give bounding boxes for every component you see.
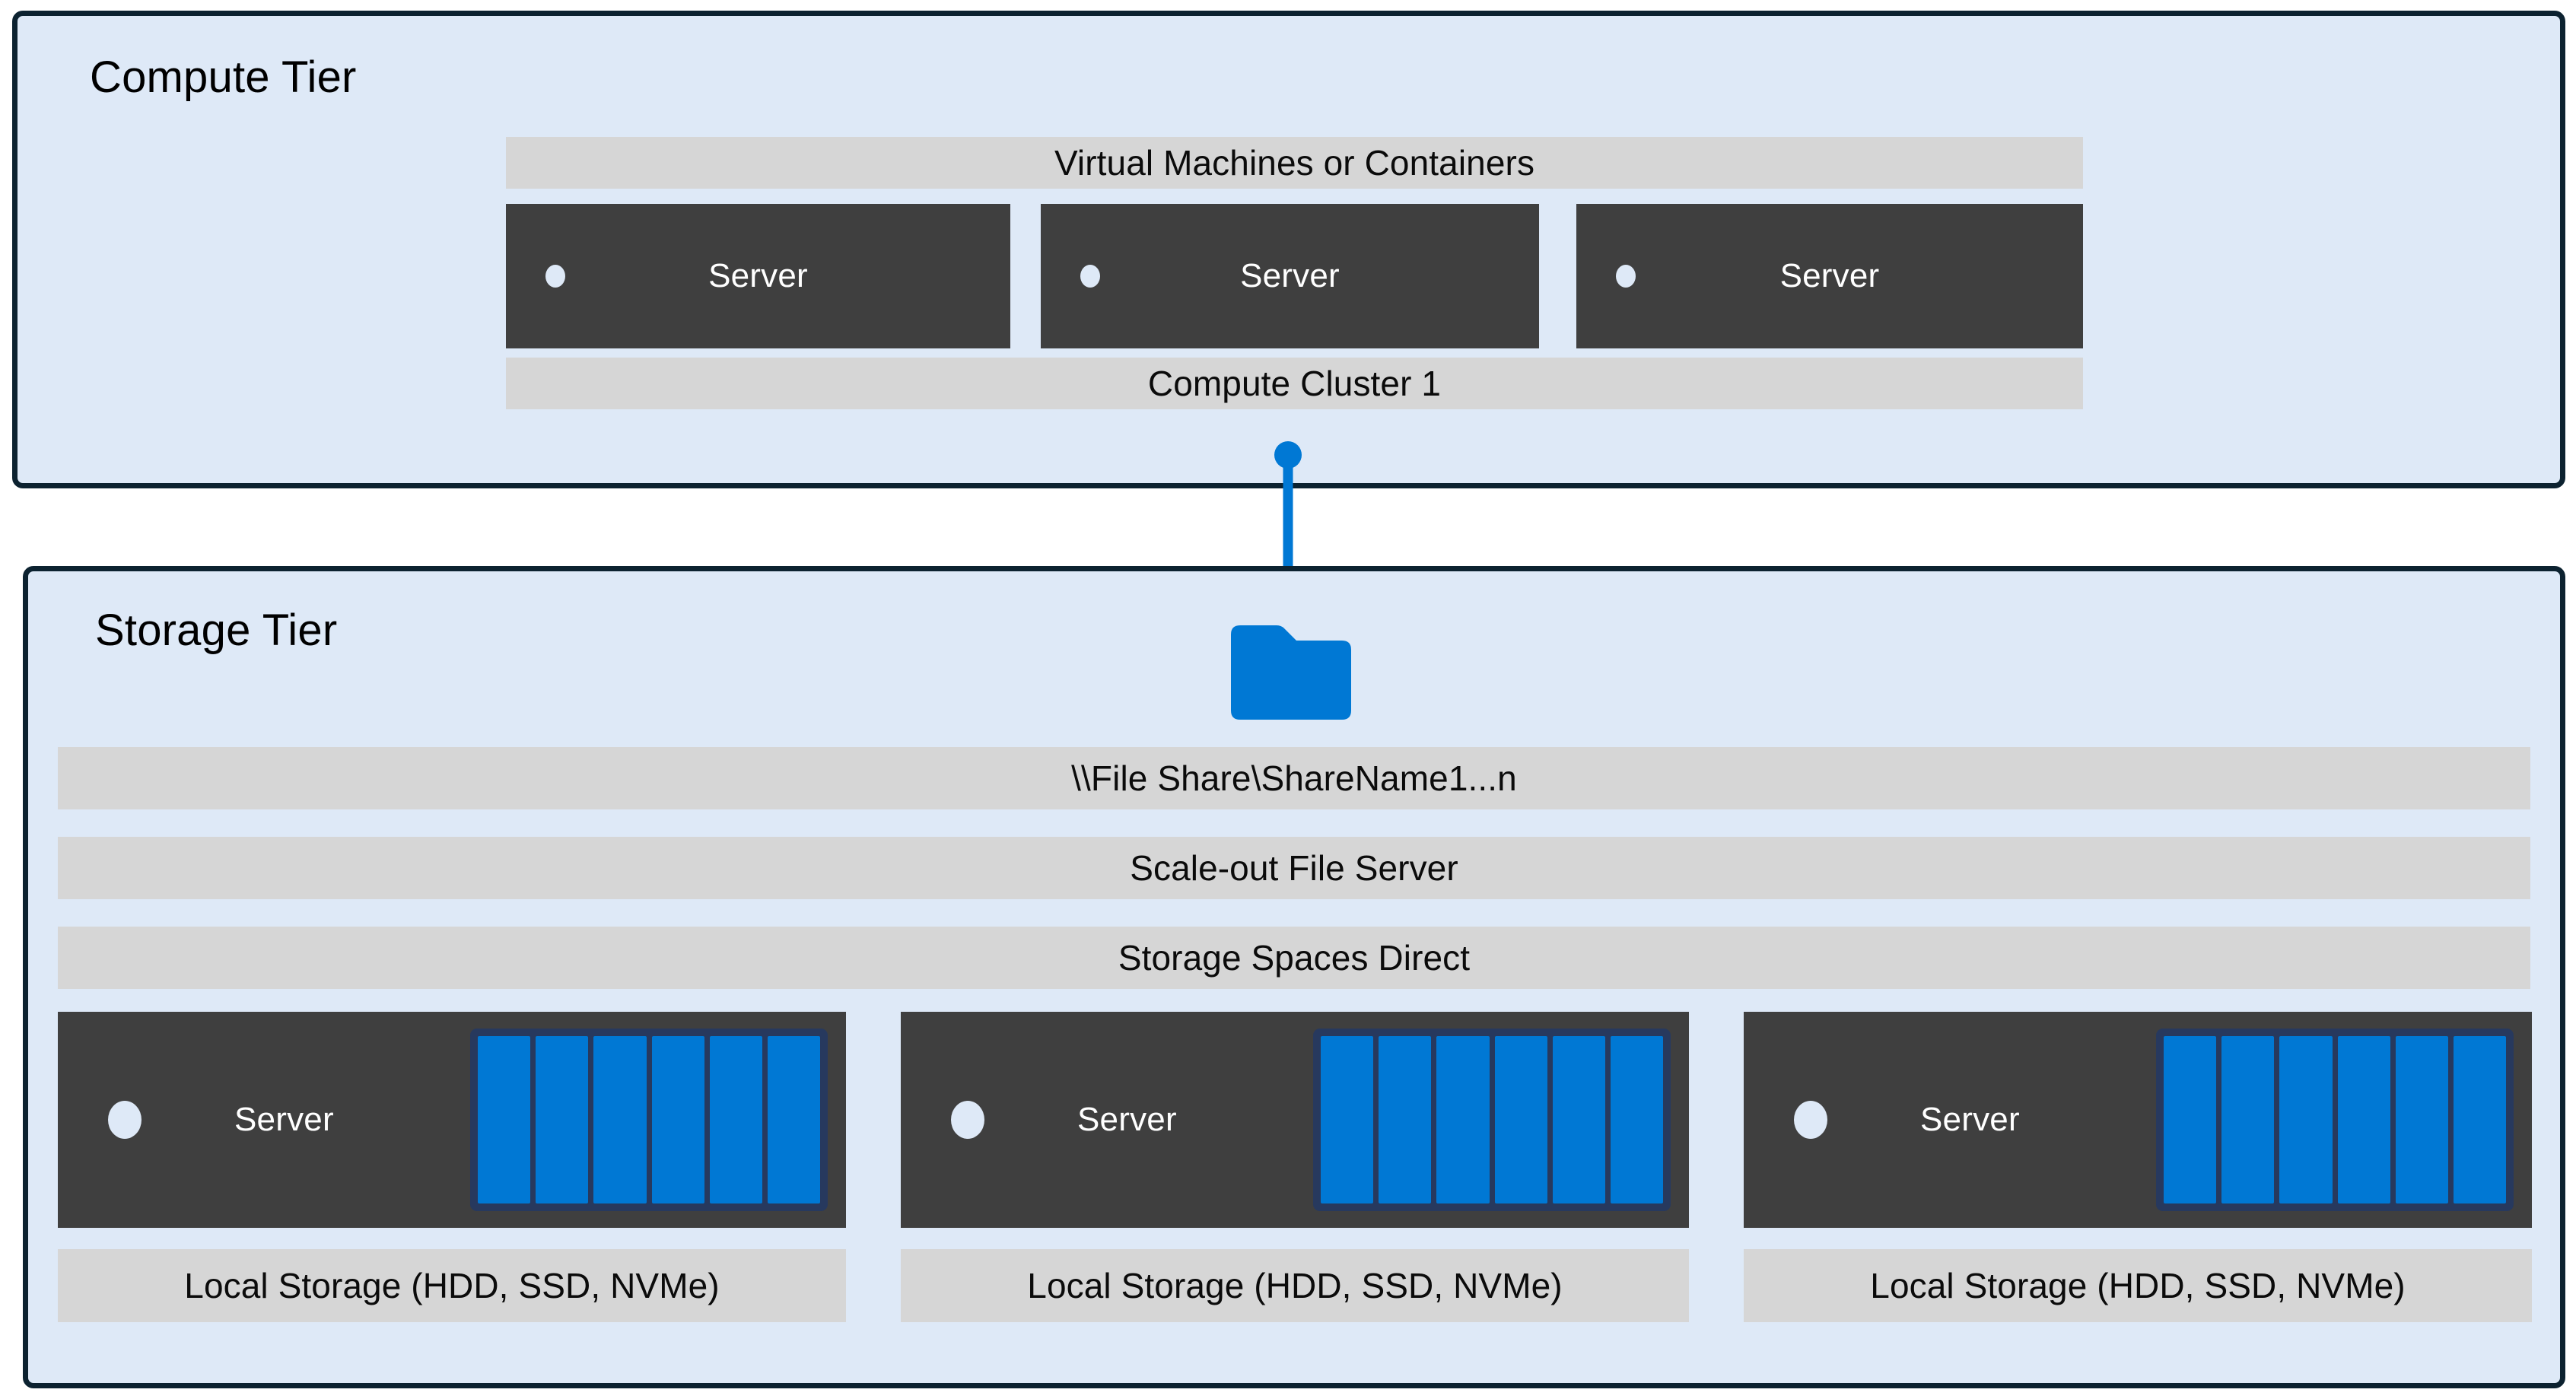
local-storage-band: Local Storage (HDD, SSD, NVMe) [1744,1249,2532,1322]
status-led-icon [108,1101,142,1139]
storage-server-label: Server [1077,1101,1177,1138]
local-storage-band: Local Storage (HDD, SSD, NVMe) [901,1249,1689,1322]
disk-drive-icon [1436,1036,1490,1203]
status-led-icon [1616,265,1636,288]
disk-drive-icon [2453,1036,2507,1203]
storage-node-group: Server Local Storage (HDD, SSD, NVMe) [901,1012,1689,1362]
disk-drive-icon [651,1036,704,1203]
disk-drive-icon [2337,1036,2390,1203]
compute-cluster-band-label: Compute Cluster 1 [1147,364,1442,403]
local-storage-band-label: Local Storage (HDD, SSD, NVMe) [1027,1266,1563,1305]
virtual-machines-band-label: Virtual Machines or Containers [1054,143,1535,183]
disk-drive-icon [478,1036,531,1203]
storage-server-label: Server [1920,1101,2020,1138]
storage-spaces-direct-band: Storage Spaces Direct [58,927,2530,989]
storage-server-box[interactable]: Server [58,1012,846,1228]
disk-drive-array [470,1029,828,1211]
status-led-icon [1794,1101,1827,1139]
status-led-icon [545,265,565,288]
compute-server-label: Server [708,257,808,294]
local-storage-band-label: Local Storage (HDD, SSD, NVMe) [184,1266,720,1305]
disk-drive-icon [593,1036,647,1203]
disk-drive-icon [709,1036,762,1203]
scale-out-file-server-band: Scale-out File Server [58,837,2530,899]
disk-drive-array [1313,1029,1671,1211]
compute-server-box[interactable]: Server [1576,204,2083,348]
compute-server-box[interactable]: Server [1041,204,1539,348]
disk-drive-icon [767,1036,821,1203]
local-storage-band-label: Local Storage (HDD, SSD, NVMe) [1870,1266,2406,1305]
compute-cluster-band: Compute Cluster 1 [506,358,2083,409]
disk-drive-icon [536,1036,589,1203]
scale-out-file-server-band-label: Scale-out File Server [1130,848,1458,888]
storage-server-box[interactable]: Server [1744,1012,2532,1228]
disk-drive-icon [1379,1036,1432,1203]
storage-tier-title: Storage Tier [95,606,338,655]
disk-drive-array [2156,1029,2514,1211]
storage-node-group: Server Local Storage (HDD, SSD, NVMe) [58,1012,846,1362]
disk-drive-icon [1552,1036,1605,1203]
disk-drive-icon [1494,1036,1547,1203]
compute-server-label: Server [1779,257,1880,294]
disk-drive-icon [2279,1036,2333,1203]
virtual-machines-band: Virtual Machines or Containers [506,137,2083,189]
disk-drive-icon [2221,1036,2275,1203]
file-share-band-label: \\File Share\ShareName1...n [1071,758,1517,798]
compute-server-label: Server [1240,257,1340,294]
connection-endpoint-dot-icon [1274,441,1302,469]
storage-node-group: Server Local Storage (HDD, SSD, NVMe) [1744,1012,2532,1362]
status-led-icon [1080,265,1100,288]
compute-server-box[interactable]: Server [506,204,1010,348]
folder-icon[interactable] [1226,618,1356,724]
disk-drive-icon [2164,1036,2217,1203]
status-led-icon [951,1101,984,1139]
disk-drive-icon [1610,1036,1664,1203]
storage-server-box[interactable]: Server [901,1012,1689,1228]
local-storage-band: Local Storage (HDD, SSD, NVMe) [58,1249,846,1322]
compute-tier-title: Compute Tier [90,52,357,102]
storage-server-label: Server [234,1101,334,1138]
storage-spaces-direct-band-label: Storage Spaces Direct [1118,938,1471,978]
disk-drive-icon [2395,1036,2448,1203]
file-share-band: \\File Share\ShareName1...n [58,747,2530,809]
disk-drive-icon [1321,1036,1374,1203]
